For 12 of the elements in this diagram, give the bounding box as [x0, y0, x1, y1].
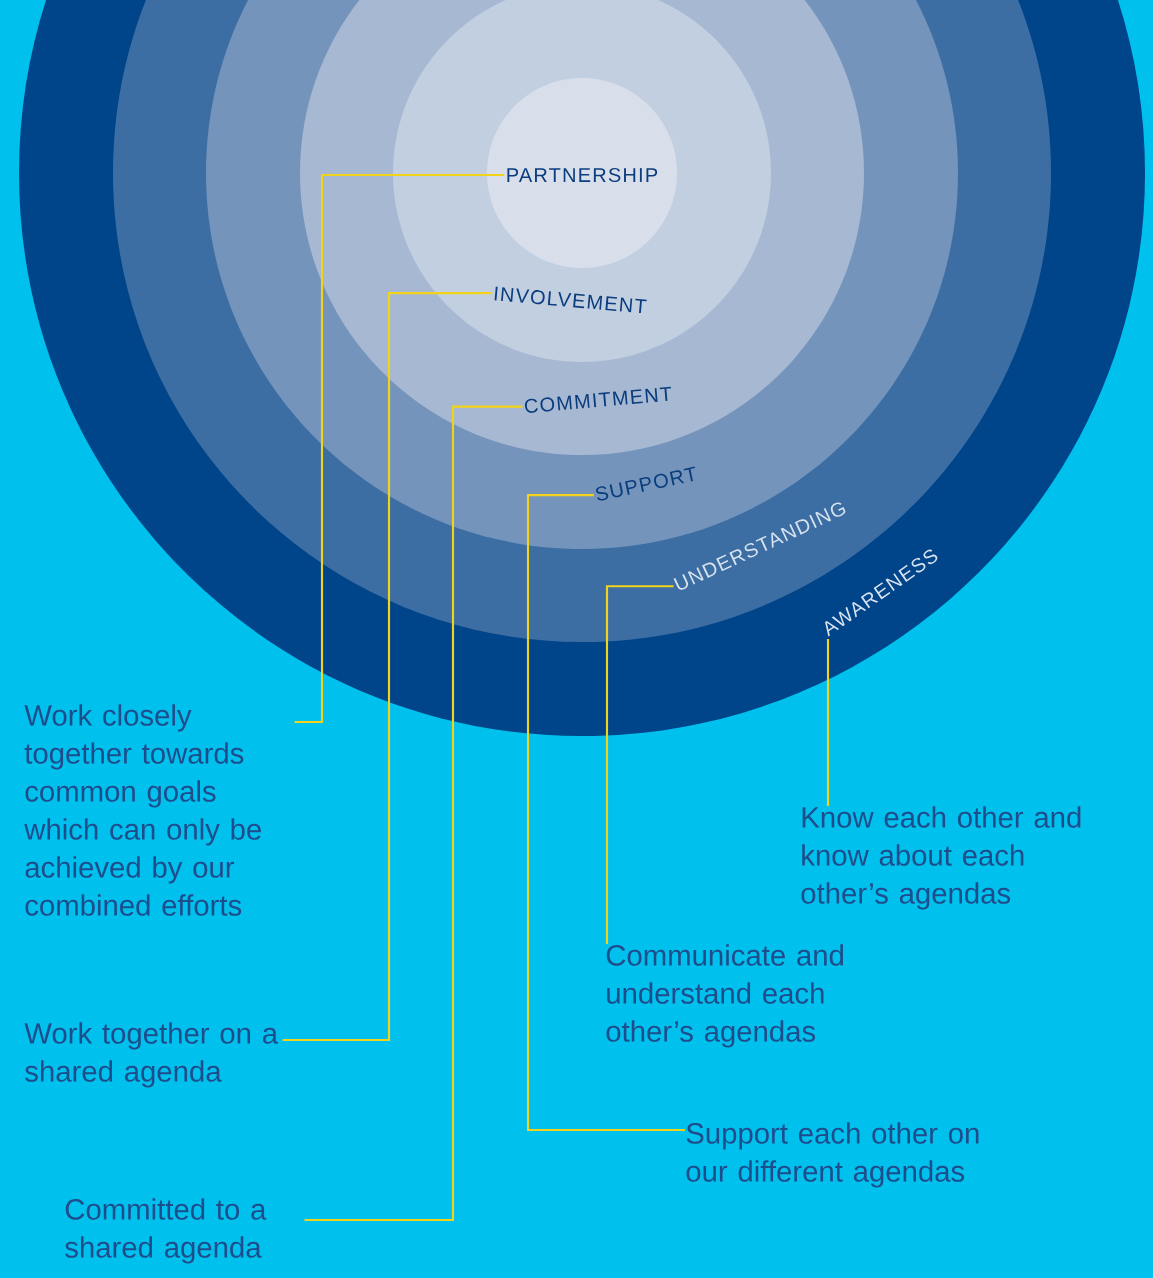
- leader-line: [304, 405, 523, 1222]
- description-text: Communicate and understand each other’s agendas: [606, 944, 843, 1048]
- leader-line: [826, 639, 830, 806]
- description-text: Support each other on our different agendas: [686, 1122, 979, 1188]
- leader-line: [294, 173, 505, 724]
- ring: PARTNERSHIP: [487, 78, 677, 268]
- leader-line: [282, 292, 492, 1042]
- leader-line: [605, 585, 674, 944]
- description-text: Work together on a shared agenda: [24, 1022, 279, 1088]
- leader-line: [526, 494, 685, 1132]
- description-text: Committed to a shared agenda: [65, 1198, 267, 1264]
- description-text: Know each other and know about each other’s agendas: [801, 806, 1081, 910]
